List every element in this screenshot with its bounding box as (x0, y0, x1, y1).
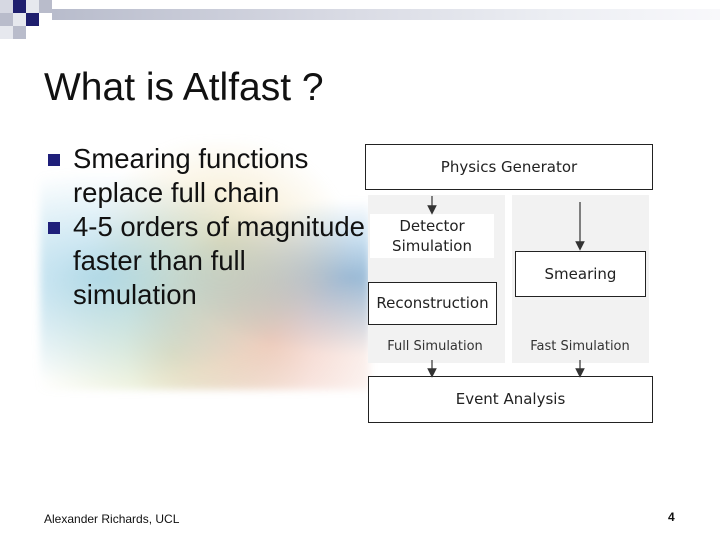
bullet-item: 4-5 orders of magnitude faster than full… (46, 210, 366, 312)
reconstruction-box: Reconstruction (368, 282, 497, 325)
bullet-item: Smearing functions replace full chain (46, 142, 366, 210)
bullet-text: 4-5 orders of magnitude faster than full… (73, 211, 365, 310)
flow-arrows (427, 196, 585, 378)
smearing-box: Smearing (515, 251, 646, 297)
footer-author: Alexander Richards, UCL (44, 512, 180, 526)
page-number: 4 (668, 510, 675, 524)
fast-simulation-caption: Fast Simulation (530, 339, 630, 354)
full-simulation-caption: Full Simulation (387, 339, 483, 354)
detector-simulation-box: Detector Simulation (370, 214, 494, 258)
square-bullet-icon (48, 222, 60, 234)
slide-title: What is Atlfast ? (44, 66, 324, 109)
decorative-checker-pattern (0, 0, 60, 44)
decorative-top-bar (52, 9, 720, 20)
square-bullet-icon (48, 154, 60, 166)
bullet-text: Smearing functions replace full chain (73, 143, 309, 208)
simulation-flow-diagram: Physics Generator Detector Simulation Re… (360, 140, 660, 430)
physics-generator-box: Physics Generator (365, 144, 653, 190)
bullet-list: Smearing functions replace full chain 4-… (46, 142, 366, 312)
event-analysis-box: Event Analysis (368, 376, 653, 423)
background-collision-image (40, 140, 370, 390)
